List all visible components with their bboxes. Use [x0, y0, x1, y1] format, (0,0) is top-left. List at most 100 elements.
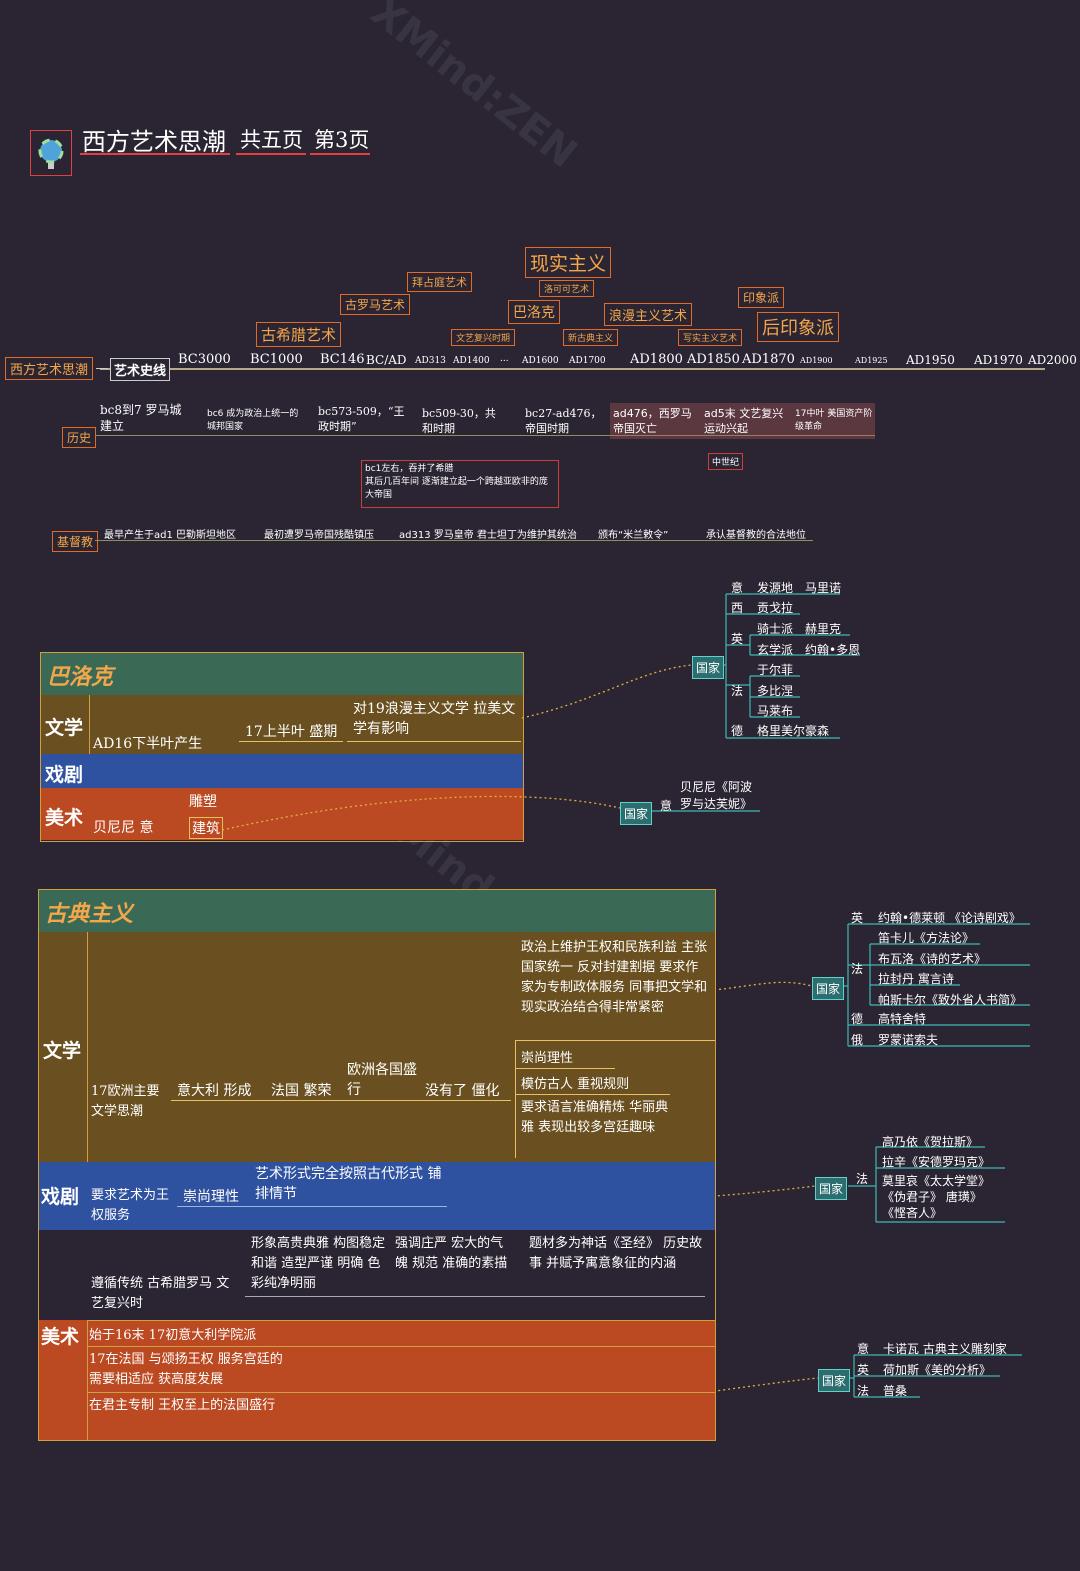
- classicism-art-label: 美术: [41, 1326, 80, 1348]
- movement-roman[interactable]: 古罗马艺术: [340, 294, 411, 315]
- country-label: 俄: [851, 1033, 864, 1047]
- classicism-lit-c: 法国 繁荣: [271, 1083, 332, 1099]
- classicism-lit-f: 政治上维护王权和民族利益 主张国家统一 反对封建割据 要求作家为专制政体服务 同…: [521, 940, 708, 1015]
- baroque-lit-a: AD16下半叶产生: [93, 736, 203, 752]
- classicism-drama-country-node[interactable]: 国家: [815, 1177, 848, 1200]
- classicism-table: 古典主义 文学 17欧洲主要文学思潮 意大利 形成 法国 繁荣 欧洲各国盛行 没…: [38, 889, 716, 1441]
- country-item: 约翰•德莱顿 《论诗剧戏》: [878, 911, 1021, 925]
- classicism-lit-d: 欧洲各国盛行: [347, 1062, 417, 1098]
- movement-neoclassic[interactable]: 新古典主义: [563, 329, 619, 346]
- classicism-drama-c: 艺术形式完全按照古代形式 铺排情节: [255, 1166, 442, 1202]
- movement-baroque[interactable]: 巴洛克: [508, 300, 560, 324]
- history-item: ad476，西罗马帝国灭亡: [613, 407, 692, 435]
- movement-renaissance[interactable]: 文艺复兴时期: [451, 329, 516, 346]
- tick: AD1870: [742, 352, 795, 367]
- timeline-root[interactable]: 西方艺术思潮: [5, 357, 94, 380]
- history-mid: 中世纪: [708, 453, 744, 470]
- art-work: 贝尼尼《阿波罗与达芙妮》: [680, 780, 753, 811]
- country-item: 马里诺: [805, 581, 842, 595]
- classicism-art-b: 形象高贵典雅 构图稳定和谐 造型严谨 明确 色彩纯净明丽: [251, 1236, 386, 1291]
- baroque-art-country-node[interactable]: 国家: [620, 802, 653, 825]
- classicism-drama-a: 要求艺术为王权服务: [91, 1188, 170, 1223]
- country-item: 马莱布: [757, 704, 794, 718]
- country-label: 德: [731, 724, 744, 738]
- baroque-lit-label: 文学: [45, 717, 84, 739]
- country-label: 法: [731, 684, 744, 698]
- movement-post-impression[interactable]: 后印象派: [757, 312, 839, 342]
- movement-rococo[interactable]: 洛可可艺术: [539, 280, 595, 297]
- classicism-drama-label: 戏剧: [41, 1186, 80, 1208]
- history-item: bc509-30，共和时期: [422, 407, 496, 435]
- page-count: 共五页: [240, 128, 303, 152]
- country-item: 发源地: [757, 581, 794, 595]
- country-item: 贡戈拉: [757, 601, 794, 615]
- country-label: 英: [731, 632, 744, 646]
- movement-impression[interactable]: 印象派: [738, 287, 785, 308]
- baroque-country-node[interactable]: 国家: [692, 656, 725, 679]
- country-item: 骑士派: [757, 622, 794, 636]
- christianity-item: 颁布“米兰敕令”: [598, 530, 669, 541]
- country-item: 笛卡儿《方法论》: [878, 931, 975, 945]
- tick: AD1800: [630, 352, 683, 367]
- tick: AD1925: [855, 356, 888, 365]
- country-item: 多比涅: [757, 684, 794, 698]
- baroque-lit-c: 对19浪漫主义文学 拉美文学有影响: [353, 701, 516, 737]
- history-item: ad5末 文艺复兴运动兴起: [704, 407, 784, 435]
- tick: AD1400: [453, 356, 490, 366]
- christianity-item: 最初遭罗马帝国残酷镇压: [264, 530, 374, 541]
- movement-romantic[interactable]: 浪漫主义艺术: [604, 303, 693, 326]
- classicism-art-e: 始于16末 17初意大利学院派: [89, 1328, 257, 1343]
- country-item: 高特舍特: [878, 1012, 927, 1026]
- country-label: 法: [857, 1384, 870, 1398]
- country-label: 英: [857, 1363, 870, 1377]
- country-item: 布瓦洛《诗的艺术》: [878, 952, 987, 966]
- page-number: 第3页: [314, 128, 370, 152]
- baroque-art-label: 美术: [45, 807, 84, 829]
- country-item: 莫里哀《太太学堂》《伪君子》 唐璜》 《悭吝人》: [882, 1174, 991, 1220]
- baroque-title: 巴洛克: [47, 665, 114, 690]
- timeline-branch[interactable]: 艺术史线: [110, 358, 171, 381]
- country-item: 玄学派: [757, 643, 794, 657]
- christianity-item: 最早产生于ad1 巴勒斯坦地区: [104, 530, 237, 541]
- classicism-drama-b: 崇尚理性: [183, 1189, 239, 1205]
- classicism-lit-a: 17欧洲主要文学思潮: [91, 1084, 160, 1119]
- classicism-art-country-node[interactable]: 国家: [818, 1369, 851, 1392]
- tick: AD1850: [687, 352, 740, 367]
- classicism-lit-label: 文学: [43, 1040, 82, 1062]
- country-item: 帕斯卡尔《致外省人书简》: [878, 993, 1023, 1007]
- history-label[interactable]: 历史: [62, 427, 97, 448]
- country-label: 意: [660, 799, 673, 813]
- tick: AD1950: [906, 353, 955, 367]
- movement-realism-small[interactable]: 写实主义艺术: [678, 329, 743, 346]
- classicism-title: 古典主义: [45, 902, 134, 927]
- baroque-art-b2: 建筑: [189, 817, 223, 839]
- tick: AD313: [415, 356, 446, 366]
- classicism-lit-country-node[interactable]: 国家: [812, 977, 845, 1000]
- country-label: 法: [851, 962, 864, 976]
- country-item: 高乃依《贺拉斯》: [882, 1135, 979, 1149]
- country-label: 德: [851, 1012, 864, 1026]
- globe-icon: [38, 138, 64, 169]
- country-item: 拉封丹 寓言诗: [878, 972, 954, 986]
- movement-greek[interactable]: 古希腊艺术: [256, 322, 342, 347]
- baroque-art-a: 贝尼尼 意: [93, 820, 154, 836]
- classicism-lit-e: 没有了 僵化: [425, 1083, 500, 1099]
- christianity-label[interactable]: 基督教: [52, 531, 99, 552]
- classicism-lit-g: 崇尚理性: [521, 1051, 574, 1066]
- country-item: 荷加斯《美的分析》: [883, 1363, 992, 1377]
- tick: AD1700: [569, 356, 606, 366]
- classicism-art-f: 17在法国 与颂扬王权 服务宫廷的需要相适应 获高度发展: [89, 1352, 283, 1387]
- classicism-art-d: 题材多为神话《圣经》 历史故事 并赋予寓意象征的内涵: [529, 1236, 703, 1271]
- baroque-lit-b: 17上半叶 盛期: [245, 724, 338, 740]
- country-item: 赫里克: [805, 622, 842, 636]
- country-label: 英: [851, 911, 864, 925]
- tick: ...: [500, 354, 509, 364]
- history-item: 17中叶 美国资产阶级革命: [795, 409, 873, 432]
- movement-byzantine[interactable]: 拜占庭艺术: [407, 272, 472, 292]
- country-item: 约翰•多恩: [805, 643, 861, 657]
- country-item: 罗蒙诺索夫: [878, 1033, 939, 1047]
- movement-realism[interactable]: 现实主义: [525, 247, 612, 278]
- baroque-drama-label: 戏剧: [45, 764, 84, 786]
- baroque-table: 巴洛克 文学 AD16下半叶产生 17上半叶 盛期 对19浪漫主义文学 拉美文学…: [40, 652, 524, 842]
- history-item: bc573-509，“王政时期”: [318, 405, 405, 433]
